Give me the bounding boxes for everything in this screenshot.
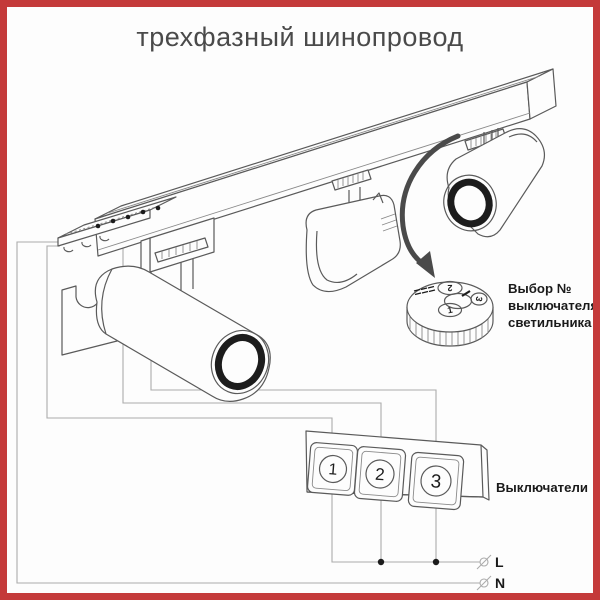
spotlight-left-black-ring-icon	[214, 334, 266, 390]
spotlight-middle	[305, 192, 401, 293]
spotlight-right-rim	[443, 174, 497, 232]
switch-button-3-circle	[420, 465, 452, 497]
wiring	[16, 222, 480, 584]
selector-dial[interactable]: 2 3 1 Выбор № выключателя светильника	[406, 280, 598, 347]
live-terminal-icon	[476, 554, 492, 570]
switch-3-wire	[150, 230, 437, 562]
all-positions-icon	[413, 285, 436, 296]
track-busbar	[94, 68, 557, 276]
switch-button-2-circle	[365, 459, 395, 489]
neutral-wire	[16, 241, 480, 584]
switch-button-3-outer	[407, 451, 465, 511]
switch-panel-label: Выключатели	[496, 480, 588, 495]
spotlight-right-backcap	[508, 133, 538, 143]
switch-button-1-circle	[318, 454, 348, 484]
neutral-terminal-label: N	[495, 575, 505, 591]
spotlight-middle-notch	[372, 192, 384, 204]
switch-button-1-inner	[311, 446, 354, 492]
adapter-2-ribs	[337, 172, 364, 188]
adapter-1-stem	[180, 259, 194, 292]
dial-position-2-number: 2	[447, 283, 452, 293]
adapter-1-ribs	[161, 241, 198, 259]
dial-label-line-3: светильника	[508, 315, 592, 330]
dial-center-knob	[443, 292, 473, 310]
track-adapter-2	[331, 169, 372, 210]
dial-position-1-number: 1	[447, 305, 454, 316]
dial-label-line-1: Выбор №	[508, 281, 572, 296]
adapter-1-body	[154, 237, 209, 263]
spotlight-left-lens	[210, 329, 270, 395]
spotlight-left-backcap	[101, 268, 113, 335]
switch-button-1-number: 1	[328, 461, 338, 479]
spotlight-middle-body	[305, 194, 401, 293]
junction-dot	[432, 558, 440, 566]
spotlight-right-black-ring-icon	[447, 178, 493, 228]
spotlight-middle-vents-icon	[380, 213, 398, 232]
track-adapter-1	[154, 237, 209, 292]
page-title: трехфазный шинопровод	[136, 22, 463, 52]
spotlight-left-rim	[210, 329, 270, 395]
spotlight-left-body	[94, 265, 271, 402]
switch-button-1[interactable]: 1	[306, 442, 359, 496]
spotlight-left	[94, 265, 271, 402]
switch-button-2-number: 2	[374, 465, 385, 485]
power-terminals: L N	[377, 554, 505, 591]
spotlight-right	[443, 128, 546, 238]
switch-button-2-inner	[358, 450, 402, 498]
spotlight-middle-inner-line	[315, 230, 358, 284]
dial-pointer-icon	[461, 290, 471, 297]
dial-position-1-oval	[437, 302, 463, 318]
live-terminal-label: L	[495, 554, 504, 570]
switch-panel: 1 2 3 Выключатели	[305, 430, 588, 511]
switch-button-2-outer	[353, 446, 407, 502]
neutral-terminal-icon	[476, 575, 492, 591]
spotlight-right-lens	[443, 174, 497, 232]
switch-button-3[interactable]: 3	[407, 451, 465, 511]
switch-button-3-number: 3	[430, 471, 442, 493]
rotation-arrow-icon	[399, 133, 461, 278]
dial-label-line-2: выключателя	[508, 298, 598, 313]
feed-terminal-dots	[95, 205, 161, 229]
track-top-slot-line	[107, 75, 541, 214]
dial-knurl-ribs	[409, 316, 489, 346]
feed-clips	[63, 235, 110, 253]
dial-position-3-number: 3	[474, 296, 485, 303]
adapter-3-ribs	[470, 132, 497, 148]
adapter-2-body	[331, 169, 372, 191]
switch-1-wire	[46, 245, 480, 563]
power-feed-connector	[57, 196, 177, 253]
switch-button-2[interactable]: 2	[353, 446, 407, 502]
track-end-face	[526, 68, 557, 120]
junction-dot	[377, 558, 385, 566]
switch-button-3-inner	[412, 456, 460, 506]
